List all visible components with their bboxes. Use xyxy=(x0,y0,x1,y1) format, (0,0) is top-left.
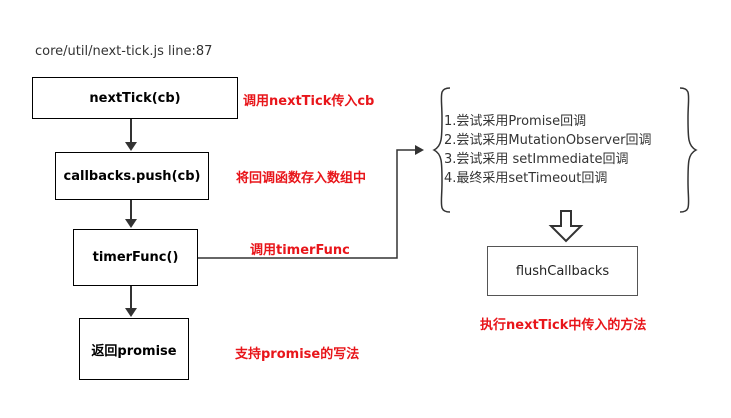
timerfunc-box: timerFunc() xyxy=(73,229,198,286)
arrow-2-head xyxy=(125,219,137,228)
hollow-down-arrow xyxy=(548,210,584,243)
nexttick-box: nextTick(cb) xyxy=(32,77,238,119)
left-brace xyxy=(432,87,451,213)
flush-callbacks-box: flushCallbacks xyxy=(487,246,638,296)
flush-callbacks-note: 执行nextTick中传入的方法 xyxy=(480,318,647,333)
return-promise-label: 返回promise xyxy=(91,343,177,359)
callbacks-push-box: callbacks.push(cb) xyxy=(55,152,209,200)
timerfunc-label: timerFunc() xyxy=(92,250,179,265)
nexttick-note: 调用nextTick传入cb xyxy=(243,94,375,109)
strategy-list: 1.尝试采用Promise回调 2.尝试采用MutationObserver回调… xyxy=(444,112,651,188)
return-promise-note: 支持promise的写法 xyxy=(235,347,360,362)
strategy-item: 1.尝试采用Promise回调 xyxy=(444,114,587,129)
callbacks-push-label: callbacks.push(cb) xyxy=(63,168,201,184)
timerfunc-note: 调用timerFunc xyxy=(250,243,350,258)
strategy-item: 2.尝试采用MutationObserver回调 xyxy=(444,133,652,148)
timerfunc-connector xyxy=(198,149,415,259)
arrow-3-head xyxy=(125,308,137,317)
callbacks-push-note: 将回调函数存入数组中 xyxy=(236,171,367,186)
flush-callbacks-label: flushCallbacks xyxy=(515,263,610,279)
strategy-item: 3.尝试采用 setImmediate回调 xyxy=(444,152,629,167)
strategy-item: 4.最终采用setTimeout回调 xyxy=(444,171,608,186)
right-brace xyxy=(679,87,698,213)
nexttick-label: nextTick(cb) xyxy=(89,90,181,106)
return-promise-box: 返回promise xyxy=(79,318,189,380)
timerfunc-connector-head xyxy=(415,145,424,155)
arrow-1-head xyxy=(125,142,137,151)
file-path-label: core/util/next-tick.js line:87 xyxy=(35,44,213,59)
